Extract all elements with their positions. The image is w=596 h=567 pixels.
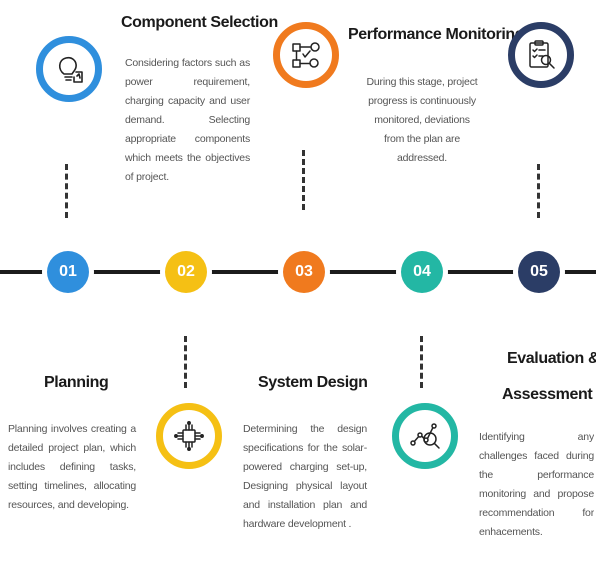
evaluation-description: Identifying any challenges faced during … xyxy=(479,431,594,538)
lightbulb-icon xyxy=(58,56,83,83)
component-selection-icon-ring xyxy=(156,403,222,469)
planning-description: Planning involves creating a detailed pr… xyxy=(8,423,136,511)
performance-monitoring-title: Performance Monitoring xyxy=(348,26,525,43)
system-design-description: Determining the design specifications fo… xyxy=(243,423,367,530)
evaluation-icon-ring xyxy=(508,22,574,88)
evaluation-title-line2: Assessment xyxy=(502,386,593,403)
step-circle-04: 04 xyxy=(401,251,443,293)
system-design-title: System Design xyxy=(258,374,368,391)
step-circle-01: 01 xyxy=(47,251,89,293)
system-design-connector xyxy=(302,150,305,210)
planning-connector xyxy=(65,164,68,218)
component-selection-description: Considering factors such as power requir… xyxy=(125,57,250,183)
system-design-icon-ring xyxy=(273,22,339,88)
performance-monitoring-connector xyxy=(420,336,423,388)
analytics-search-icon xyxy=(410,423,440,449)
component-selection-connector xyxy=(184,336,187,388)
evaluation-title-line1: Evaluation & xyxy=(507,350,596,367)
step-circle-05: 05 xyxy=(518,251,560,293)
flowchart-icon xyxy=(292,42,320,68)
step-circle-03: 03 xyxy=(283,251,325,293)
component-selection-title: Component Selection xyxy=(121,14,278,31)
evaluation-connector xyxy=(537,164,540,218)
chip-icon xyxy=(174,421,204,451)
checklist-magnifier-icon xyxy=(529,40,555,69)
performance-monitoring-icon-ring xyxy=(392,403,458,469)
performance-monitoring-description: During this stage, project progress is c… xyxy=(366,76,478,164)
planning-title: Planning xyxy=(44,374,109,391)
step-circle-02: 02 xyxy=(165,251,207,293)
planning-icon-ring xyxy=(36,36,102,102)
